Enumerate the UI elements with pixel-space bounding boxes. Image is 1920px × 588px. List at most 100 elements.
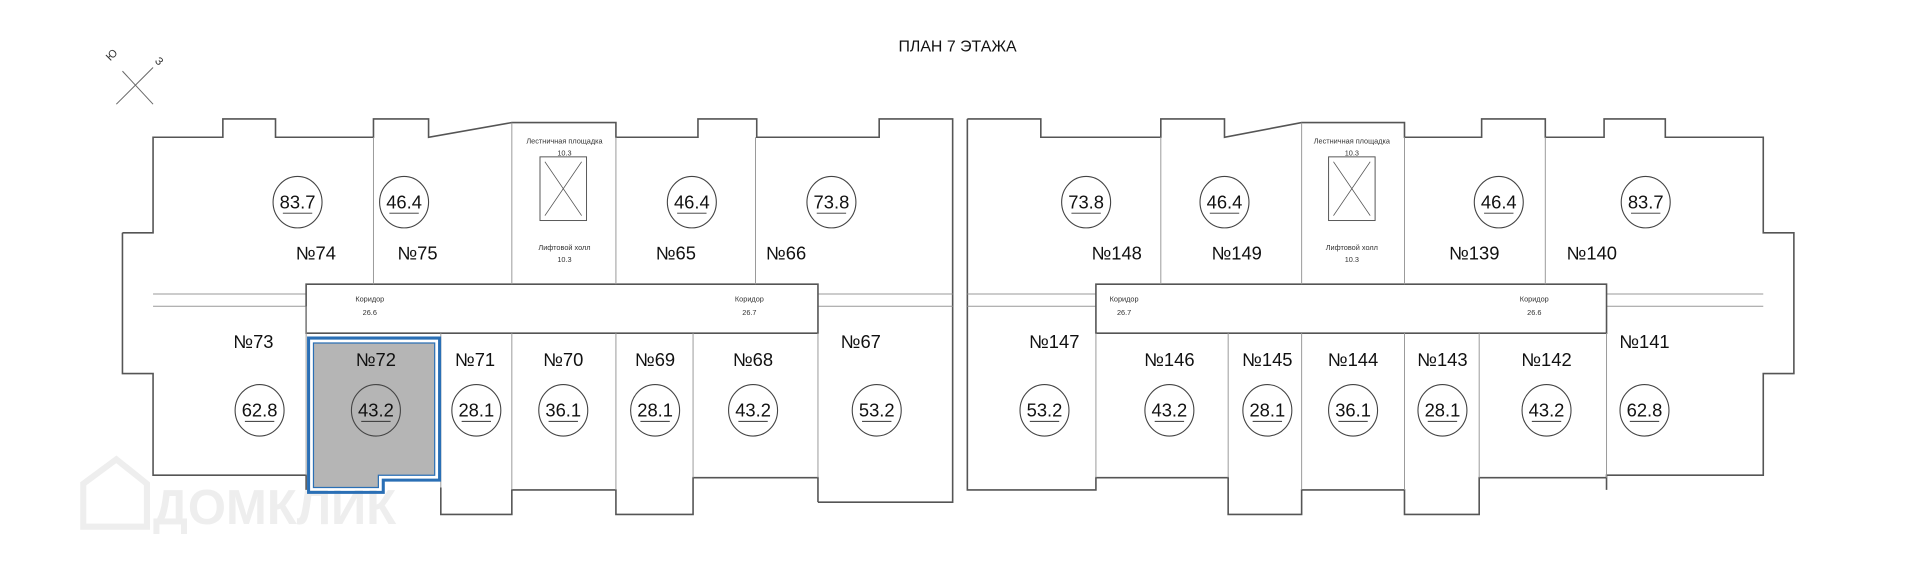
corridor-label: Коридор	[1520, 294, 1549, 303]
area-circle	[1328, 384, 1379, 437]
apartment-area: 43.2	[1529, 399, 1565, 420]
apartment-71[interactable]: 28.1 №71	[451, 349, 502, 437]
area-circle	[1417, 384, 1468, 437]
apartment-number: №70	[543, 349, 583, 370]
apartment-143[interactable]: 28.1 №143	[1417, 349, 1468, 437]
apartment-number: №74	[296, 243, 336, 264]
apartment-area: 36.1	[1335, 399, 1371, 420]
area-circle	[234, 384, 285, 437]
apartment-number: №66	[766, 243, 806, 264]
area-circle	[728, 384, 779, 437]
compass-west: З	[152, 55, 165, 68]
apartment-144[interactable]: 36.1 №144	[1328, 349, 1379, 437]
apartment-65[interactable]: 46.4 №65	[656, 175, 717, 264]
apartment-area: 46.4	[1207, 191, 1243, 212]
apartment-73[interactable]: 62.8 №73	[233, 331, 285, 437]
apartment-number: №139	[1449, 243, 1499, 264]
apartment-area: 53.2	[859, 399, 895, 420]
stair-landing-area-2: 10.3	[1345, 149, 1359, 158]
apartment-number: №143	[1417, 349, 1467, 370]
lift-hall-label-2: Лифтовой холл	[1326, 243, 1378, 252]
selected-apartment-72[interactable]	[307, 336, 442, 494]
area-circle	[1019, 384, 1070, 437]
apartment-number: №68	[733, 349, 773, 370]
corridor-area: 26.6	[363, 308, 377, 317]
apartment-number: №148	[1092, 243, 1142, 264]
apartment-area: 83.7	[1628, 191, 1664, 212]
area-circle	[1242, 384, 1293, 437]
apartment-number: №69	[635, 349, 675, 370]
apartment-147[interactable]: 53.2 №147	[1019, 331, 1079, 437]
apartment-number: №144	[1328, 349, 1378, 370]
plan-title: ПЛАН 7 ЭТАЖА	[898, 39, 1017, 56]
corridor-label: Коридор	[355, 294, 384, 303]
apartment-area: 43.2	[358, 399, 394, 420]
area-circle	[851, 384, 902, 437]
apartment-area: 62.8	[242, 399, 278, 420]
watermark: ДОМКЛИК	[153, 481, 396, 535]
area-circle	[1199, 175, 1250, 229]
apartment-142[interactable]: 43.2 №142	[1521, 349, 1572, 437]
stair-landing-area: 10.3	[557, 149, 571, 158]
apartment-74[interactable]: 83.7 №74	[272, 175, 336, 264]
apartment-number: №67	[841, 331, 881, 352]
corridor-area: 26.7	[742, 308, 756, 317]
apartment-69[interactable]: 28.1 №69	[630, 349, 681, 437]
area-circle	[806, 175, 857, 229]
compass-south: Ю	[104, 47, 120, 63]
area-circle	[1473, 175, 1524, 229]
apartment-number: №146	[1144, 349, 1194, 370]
apartment-number: №140	[1567, 243, 1617, 264]
apartment-number: №72	[356, 349, 396, 370]
watermark-house-icon	[80, 455, 150, 530]
apartment-140[interactable]: 83.7 №140	[1567, 175, 1671, 264]
area-circle	[451, 384, 502, 437]
apartment-area: 53.2	[1027, 399, 1063, 420]
apartment-72[interactable]: 43.2 №72	[350, 349, 401, 437]
area-circle	[1521, 384, 1572, 437]
area-circle	[630, 384, 681, 437]
apartment-area: 43.2	[1152, 399, 1188, 420]
stair-landing-label: Лестничная площадка	[526, 136, 603, 145]
apartment-area: 46.4	[1481, 191, 1517, 212]
apartment-141[interactable]: 62.8 №141	[1619, 331, 1670, 437]
area-circle	[272, 175, 323, 229]
corridor-label: Коридор	[735, 294, 764, 303]
apartment-146[interactable]: 43.2 №146	[1144, 349, 1195, 437]
lift-hall-area-2: 10.3	[1345, 255, 1359, 264]
apartment-67[interactable]: 53.2 №67	[841, 331, 902, 437]
apartment-area: 62.8	[1627, 399, 1663, 420]
apartment-area: 28.1	[637, 399, 673, 420]
apartment-area: 46.4	[674, 191, 710, 212]
apartment-145[interactable]: 28.1 №145	[1242, 349, 1293, 437]
apartment-area: 73.8	[814, 191, 850, 212]
apartment-area: 28.1	[1249, 399, 1285, 420]
corridor-label: Коридор	[1110, 294, 1139, 303]
apartment-area: 83.7	[280, 191, 316, 212]
apartment-number: №73	[233, 331, 273, 352]
area-circle	[350, 384, 401, 437]
apartment-number: №141	[1619, 331, 1669, 352]
area-circle	[1620, 175, 1671, 229]
apartment-number: №65	[656, 243, 696, 264]
area-circle	[1144, 384, 1195, 437]
area-circle	[379, 175, 430, 229]
area-circle	[538, 384, 589, 437]
corridor-area: 26.7	[1117, 308, 1131, 317]
apartment-number: №142	[1521, 349, 1571, 370]
apartment-area: 28.1	[458, 399, 494, 420]
compass-icon: Ю З	[104, 47, 166, 105]
apartment-66[interactable]: 73.8 №66	[766, 175, 857, 264]
area-circle	[1061, 175, 1112, 229]
apartment-number: №147	[1029, 331, 1079, 352]
apartment-area: 28.1	[1425, 399, 1461, 420]
apartment-number: №71	[455, 349, 495, 370]
apartment-139[interactable]: 46.4 №139	[1449, 175, 1524, 264]
apartment-number: №145	[1242, 349, 1292, 370]
